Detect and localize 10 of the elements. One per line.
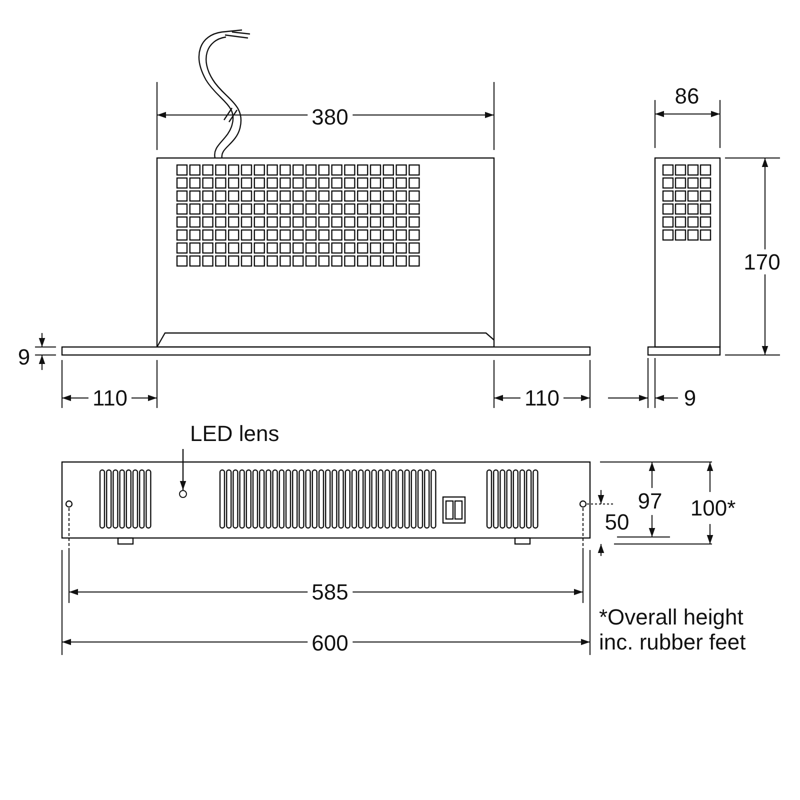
dimension-label: 100*: [689, 495, 737, 521]
dimension-label: 9: [682, 385, 698, 411]
leader-line: [180, 449, 186, 490]
led-lens-dot: [179, 490, 187, 498]
dimension-label: 9: [16, 344, 32, 370]
dimension-label: 50: [604, 509, 630, 535]
callout-text: LED lens: [190, 421, 280, 446]
note-text: *Overall height inc. rubber feet: [598, 604, 747, 656]
dimension-label: 86: [674, 83, 700, 109]
dimension-label: 97: [636, 488, 664, 514]
